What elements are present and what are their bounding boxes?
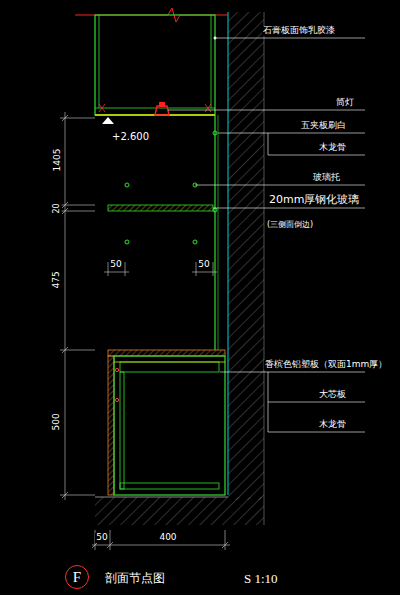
material-label: 20mm厚钢化玻璃 (268, 194, 360, 206)
material-label: 筒灯 (335, 98, 355, 108)
drawing-title: 剖面节点图 (104, 572, 166, 585)
dimension-text: 1405 (52, 148, 62, 173)
dimension-text: 400 (158, 533, 177, 543)
section-letter: F (73, 570, 81, 585)
dimension-text: 50 (197, 260, 210, 270)
material-label: 香槟色铝塑板（双面1mm厚） (264, 360, 388, 370)
dimension-text: 50 (95, 533, 108, 543)
dimension-text: 475 (52, 270, 62, 289)
material-label: 石膏板面饰乳胶漆 (262, 26, 336, 36)
material-label: 五夹板刷白 (300, 121, 347, 131)
dimension-text: 50 (109, 260, 122, 270)
material-label: 木龙骨 (318, 143, 347, 153)
dimension-text: 500 (52, 412, 62, 431)
material-label: 大芯板 (318, 390, 347, 400)
material-label: 玻璃托 (312, 173, 341, 183)
material-label: 木龙骨 (318, 420, 347, 430)
level-mark: +2.600 (111, 131, 150, 142)
section-symbol: F (65, 565, 89, 589)
drawing-scale: S 1:10 (243, 572, 279, 586)
dimension-text: 20 (53, 202, 62, 214)
material-note: (三侧面倒边) (266, 221, 314, 230)
